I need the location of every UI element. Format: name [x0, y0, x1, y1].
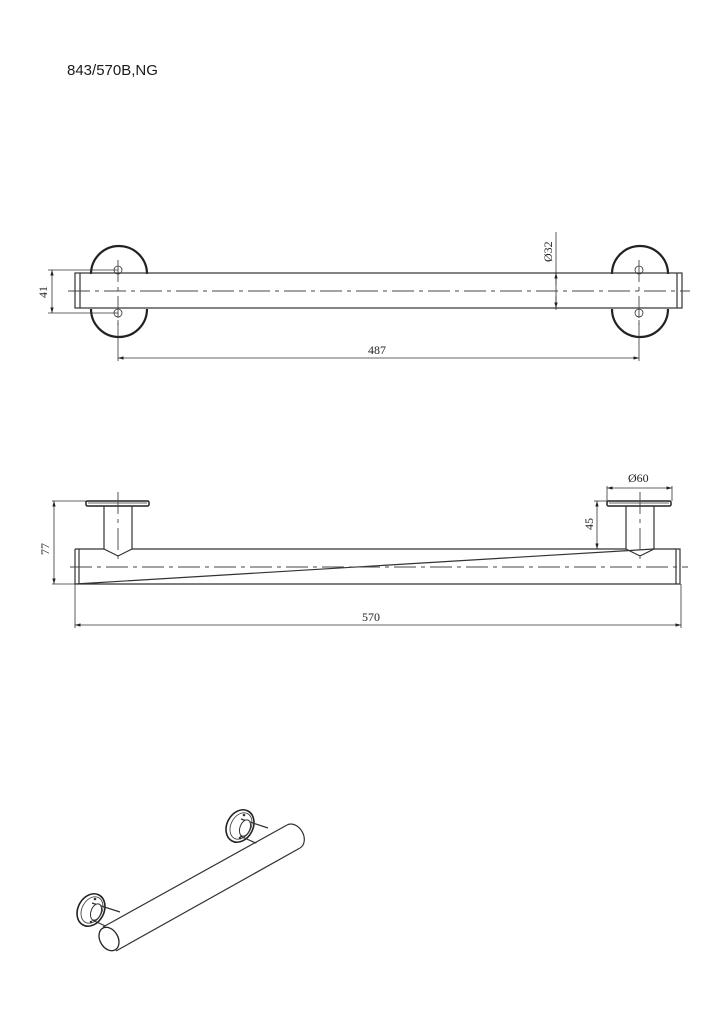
left-bracket-front — [85, 500, 150, 557]
drawing-title: 843/570B,NG — [67, 62, 158, 79]
front-view: 77 Ø60 45 570 — [38, 471, 688, 628]
dim-77: 77 — [38, 543, 52, 555]
dim-45: 45 — [582, 518, 596, 530]
dim-487: 487 — [368, 343, 386, 357]
iso-tube — [98, 823, 305, 952]
isometric-view — [76, 808, 305, 952]
dim-570: 570 — [362, 610, 380, 624]
right-bracket-front — [606, 500, 672, 557]
tube-top — [74, 272, 683, 309]
dim-diameter-32: Ø32 — [541, 241, 555, 262]
top-view: 41 Ø32 487 — [36, 232, 690, 361]
right-rosette-top — [610, 244, 670, 339]
iso-rosette-right — [225, 808, 269, 845]
dim-41: 41 — [36, 286, 50, 298]
dim-diameter-60: Ø60 — [628, 471, 649, 485]
left-rosette-top — [89, 244, 149, 339]
